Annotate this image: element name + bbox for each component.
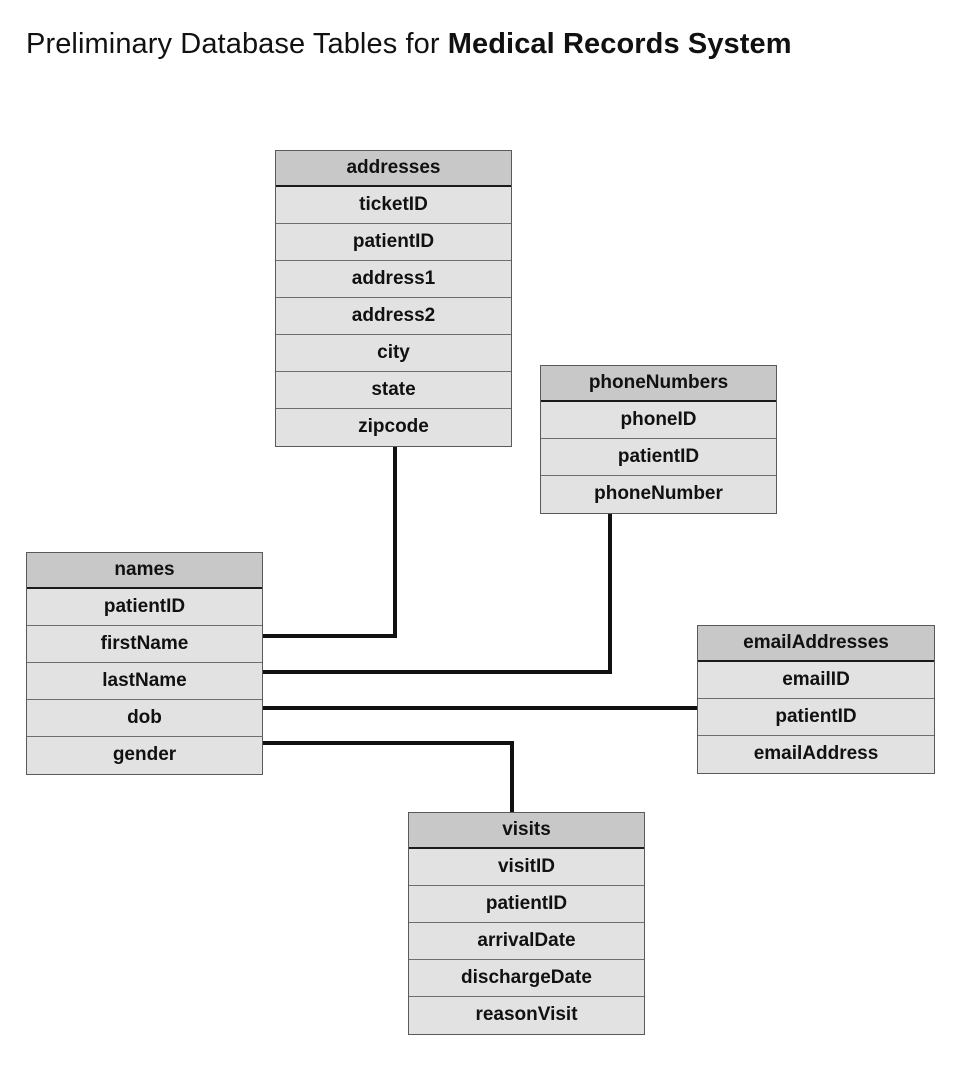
table-names-field-lastname: lastName: [27, 663, 262, 700]
table-phonenumbers-header: phoneNumbers: [541, 366, 776, 402]
page-title-accent: Medical Records System: [447, 28, 792, 60]
table-addresses-field-state: state: [276, 372, 511, 409]
table-visits-field-patientid: patientID: [409, 886, 644, 923]
table-visits-field-dischargedate: dischargeDate: [409, 960, 644, 997]
connector-names-phonenumbers: [263, 510, 612, 674]
connector-names-visits: [263, 741, 514, 812]
table-visits[interactable]: visits visitID patientID arrivalDate dis…: [408, 812, 645, 1035]
table-addresses-field-zipcode: zipcode: [276, 409, 511, 446]
table-names[interactable]: names patientID firstName lastName dob g…: [26, 552, 263, 775]
table-addresses-header: addresses: [276, 151, 511, 187]
table-addresses-field-city: city: [276, 335, 511, 372]
page-title-prefix: Preliminary Database Tables for: [26, 28, 448, 60]
table-names-field-dob: dob: [27, 700, 262, 737]
table-names-header: names: [27, 553, 262, 589]
table-emailaddresses-header: emailAddresses: [698, 626, 934, 662]
table-visits-header: visits: [409, 813, 644, 849]
table-addresses-field-address2: address2: [276, 298, 511, 335]
table-visits-field-reasonvisit: reasonVisit: [409, 997, 644, 1034]
table-phonenumbers-field-phonenumber: phoneNumber: [541, 476, 776, 513]
table-emailaddresses-field-patientid: patientID: [698, 699, 934, 736]
table-addresses-field-patientid: patientID: [276, 224, 511, 261]
table-addresses-field-address1: address1: [276, 261, 511, 298]
table-addresses[interactable]: addresses ticketID patientID address1 ad…: [275, 150, 512, 447]
table-visits-field-visitid: visitID: [409, 849, 644, 886]
table-phonenumbers-field-phoneid: phoneID: [541, 402, 776, 439]
table-addresses-field-ticketid: ticketID: [276, 187, 511, 224]
page-title: Preliminary Database Tables for Medical …: [26, 28, 792, 61]
table-emailaddresses-field-emailid: emailID: [698, 662, 934, 699]
table-emailaddresses[interactable]: emailAddresses emailID patientID emailAd…: [697, 625, 935, 774]
table-names-field-patientid: patientID: [27, 589, 262, 626]
table-names-field-firstname: firstName: [27, 626, 262, 663]
table-phonenumbers-field-patientid: patientID: [541, 439, 776, 476]
connector-names-addresses: [263, 445, 397, 638]
table-emailaddresses-field-emailaddress: emailAddress: [698, 736, 934, 773]
table-visits-field-arrivaldate: arrivalDate: [409, 923, 644, 960]
table-phonenumbers[interactable]: phoneNumbers phoneID patientID phoneNumb…: [540, 365, 777, 514]
table-names-field-gender: gender: [27, 737, 262, 774]
